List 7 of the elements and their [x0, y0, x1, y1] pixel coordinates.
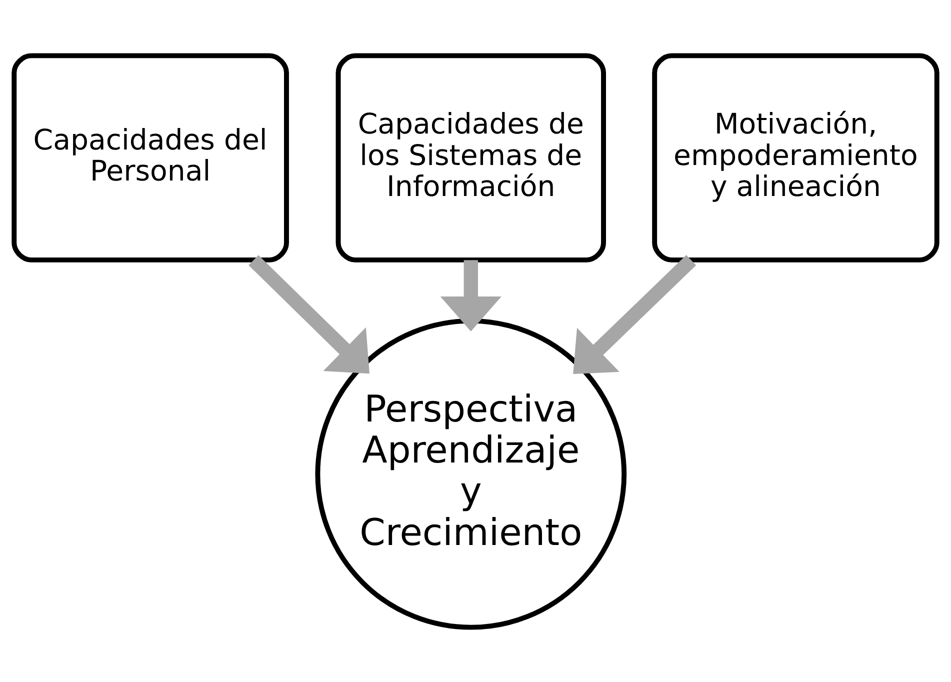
node-circle: Perspectiva Aprendizaje y Crecimiento	[315, 318, 627, 630]
arrow	[440, 260, 502, 331]
node-box: Motivación, empoderamiento y alineación	[652, 52, 940, 262]
arrow	[248, 254, 370, 374]
node-box: Capacidades del Personal	[12, 52, 289, 262]
arrow	[573, 254, 696, 374]
node-box: Capacidades de los Sistemas de Información	[336, 52, 606, 262]
